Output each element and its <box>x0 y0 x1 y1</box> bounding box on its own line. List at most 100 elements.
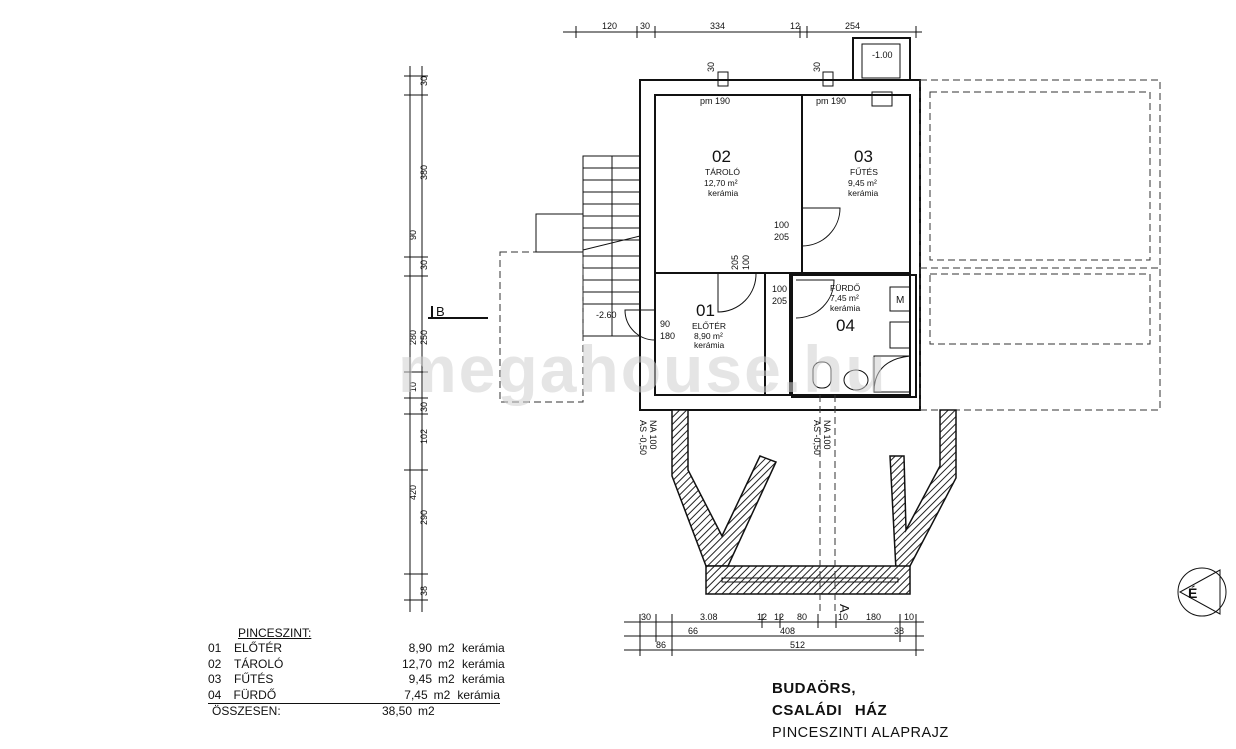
door-left-width: 90 <box>660 319 670 329</box>
washbasin <box>843 369 869 391</box>
dim-top-4: 12 <box>790 21 800 31</box>
room-name: FÜRDŐ <box>830 283 861 293</box>
dim-bottom-10: 408 <box>780 626 795 636</box>
staircase: -2.60 <box>499 155 641 403</box>
area-row: 03 FŰTÉS 9,45 m2 kerámia <box>208 672 508 688</box>
row-value: 12,70 <box>401 656 432 671</box>
room-area: 12,70 m² <box>704 178 738 188</box>
row-value: 8,90 <box>408 641 432 655</box>
as-label-2: AS -0,50 <box>812 420 822 455</box>
room-finish: kerámia <box>830 303 861 313</box>
door-eloter <box>717 272 757 313</box>
dim-left-7: 10 <box>408 382 418 392</box>
row-name: ELŐTÉR <box>234 641 283 655</box>
total-label: ÖSSZESEN: <box>212 704 281 718</box>
na-label-1: NA 100 <box>648 420 658 450</box>
row-unit: m2 <box>438 672 455 686</box>
row-number: 02 <box>208 656 222 671</box>
shower-tray <box>873 355 911 393</box>
dim-left-5: 280 <box>408 330 418 345</box>
dim-bottom-13: 512 <box>790 640 805 650</box>
room-name: FŰTÉS <box>850 167 878 177</box>
room-number: 03 <box>854 147 873 166</box>
dim-left-2: 380 <box>419 165 429 180</box>
area-table: PINCESZINT: 01 ELŐTÉR 8,90 m2 kerámia 02… <box>208 626 508 720</box>
dashed-neighbour-outline <box>919 79 1161 411</box>
dim-left-3: 90 <box>408 230 418 240</box>
row-unit: m2 <box>438 641 455 655</box>
door-eloter-width: 100 <box>741 255 751 270</box>
row-finish: kerámia <box>462 672 505 686</box>
row-name: FÜRDŐ <box>233 687 277 702</box>
vent-b: 30 <box>812 62 822 72</box>
retaining-walls: NA 100 AS -0,50 NA 100 AS -0,50 A <box>638 395 957 613</box>
room-number: 04 <box>836 316 855 335</box>
dim-left-6: 250 <box>419 330 429 345</box>
room-finish: kerámia <box>708 188 739 198</box>
boiler-fixture <box>889 286 911 312</box>
row-name: TÁROLÓ <box>234 656 284 671</box>
na-label-2: NA 100 <box>822 420 832 450</box>
dim-bottom-12: 86 <box>656 640 666 650</box>
room-label-tarolo: 02 TÁROLÓ 12,70 m² kerámia <box>704 147 740 198</box>
room-area: 7,45 m² <box>830 293 859 303</box>
dim-bottom-9: 66 <box>688 626 698 636</box>
chimney-level: -1.00 <box>872 50 893 60</box>
door-tarolo <box>801 207 841 247</box>
doors: 100 205 205 100 100 205 90 180 <box>624 207 841 341</box>
dim-left-9: 102 <box>419 429 429 444</box>
building-walls: M -1.00 30 30 pm 190 pm 190 <box>639 37 921 411</box>
north-arrow-icon: É <box>1177 567 1227 617</box>
dim-left-4: 30 <box>419 260 429 270</box>
room-number: 01 <box>696 301 715 320</box>
title-drawing: PINCESZINTI ALAPRAJZ <box>772 725 949 741</box>
total-value: 38,50 <box>381 704 412 718</box>
door-tarolo-width: 100 <box>774 220 789 230</box>
boiler-label: M <box>896 295 904 306</box>
dim-top-1: 120 <box>602 21 617 31</box>
door-eloter-height: 205 <box>730 255 740 270</box>
watermark: megahouse.hu <box>398 332 888 406</box>
title-block: BUDAÖRS, CSALÁDI HÁZ PINCESZINTI ALAPRAJ… <box>772 678 949 744</box>
room-name: ELŐTÉR <box>692 321 726 331</box>
total-unit: m2 <box>418 704 435 718</box>
north-label: É <box>1188 585 1197 601</box>
row-number: 04 <box>208 687 222 702</box>
row-unit: m2 <box>433 687 451 702</box>
section-b-label: B <box>436 304 445 319</box>
dim-bottom-3: 12 <box>757 612 767 622</box>
row-number: 03 <box>208 672 222 686</box>
pm-label-2: pm 190 <box>816 96 846 106</box>
dim-bottom-4: 12 <box>774 612 784 622</box>
dim-bottom-7: 180 <box>866 612 881 622</box>
dim-left-10: 420 <box>408 485 418 500</box>
dim-bottom-11: 38 <box>894 626 904 636</box>
pm-label-1: pm 190 <box>700 96 730 106</box>
vent-a: 30 <box>706 62 716 72</box>
title-building: CSALÁDI HÁZ <box>772 702 888 719</box>
door-furdo-width: 100 <box>772 284 787 294</box>
dim-bottom-8: 10 <box>904 612 914 622</box>
left-dimension-line: 30 380 90 30 280 250 10 30 102 420 290 3… <box>404 66 429 612</box>
dim-left-11: 290 <box>419 510 429 525</box>
room-label-futes: 03 FŰTÉS 9,45 m² kerámia <box>848 147 879 198</box>
row-unit: m2 <box>438 656 455 671</box>
dim-left-8: 30 <box>419 402 429 412</box>
row-finish: kerámia <box>462 656 505 671</box>
row-name: FŰTÉS <box>234 672 274 686</box>
row-number: 01 <box>208 641 222 655</box>
bottom-dimension-lines: 30 3.08 12 12 80 10 180 10 66 408 38 86 … <box>624 612 924 656</box>
section-mark-b: B <box>428 304 488 319</box>
dim-bottom-1: 30 <box>641 612 651 622</box>
dim-top-5: 254 <box>845 21 860 31</box>
area-row: 01 ELŐTÉR 8,90 m2 kerámia <box>208 641 508 657</box>
dim-left-12: 38 <box>419 586 429 596</box>
row-value: 9,45 <box>408 672 432 686</box>
dim-left-1: 30 <box>419 76 429 86</box>
dim-bottom-2: 3.08 <box>700 612 718 622</box>
door-furdo <box>795 279 835 319</box>
as-label-1: AS -0,50 <box>638 420 648 455</box>
door-left <box>624 309 656 341</box>
row-finish: kerámia <box>462 641 505 655</box>
area-table-header: PINCESZINT: <box>238 626 312 640</box>
